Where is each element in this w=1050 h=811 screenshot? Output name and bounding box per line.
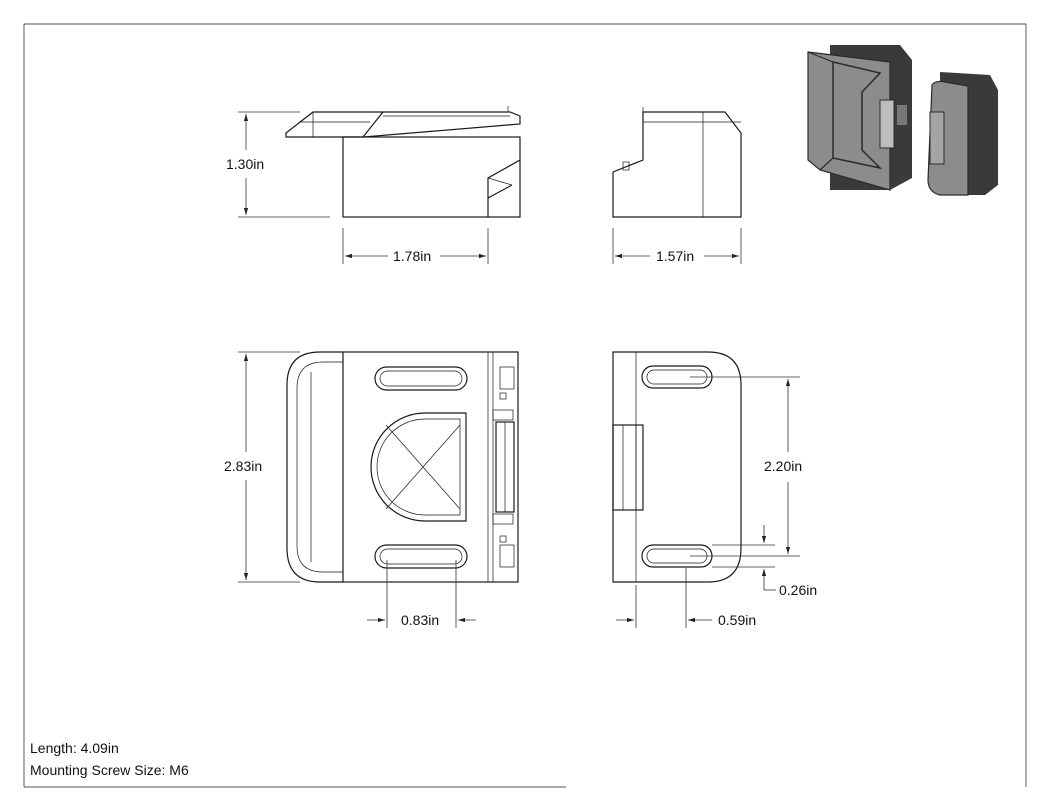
length-note: Length: 4.09in xyxy=(30,740,119,756)
front-height-dimension: 1.30in xyxy=(226,111,330,218)
drawing-frame xyxy=(23,23,1027,788)
front-width-dimension: 1.78in xyxy=(342,228,489,264)
slot-spacing-label: 0.83in xyxy=(401,612,439,628)
overall-height-dimension: 2.83in xyxy=(224,351,300,583)
hole-spacing-label: 2.20in xyxy=(764,458,802,474)
slot-height-dimension: 0.26in xyxy=(712,525,817,598)
slot-offset-dimension: 0.59in xyxy=(616,568,756,628)
hole-spacing-dimension: 2.20in xyxy=(690,376,802,557)
front-height-label: 1.30in xyxy=(226,156,264,172)
front-width-label: 1.78in xyxy=(393,248,431,264)
slot-height-label: 0.26in xyxy=(779,582,817,598)
slot-offset-label: 0.59in xyxy=(718,612,756,628)
overall-height-label: 2.83in xyxy=(224,458,262,474)
side-width-dimension: 1.57in xyxy=(612,228,742,264)
side-width-label: 1.57in xyxy=(656,248,694,264)
isometric-render xyxy=(807,45,998,196)
side-view xyxy=(612,107,742,218)
back-view xyxy=(612,351,742,583)
slot-spacing-dimension: 0.83in xyxy=(367,560,476,628)
mounting-screw-note: Mounting Screw Size: M6 xyxy=(30,762,189,778)
top-view xyxy=(286,351,519,583)
front-view xyxy=(285,106,521,218)
